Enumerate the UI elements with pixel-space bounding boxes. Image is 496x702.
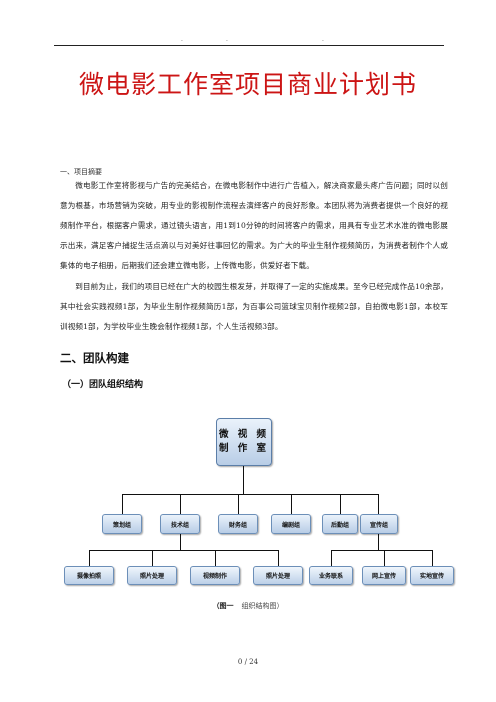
org-connector [331, 550, 332, 566]
document-title: 微电影工作室项目商业计划书 [78, 70, 417, 99]
org-group-node: 策划组 [102, 514, 142, 534]
org-connector [331, 550, 432, 551]
section-summary-label: 一、项目摘要 [60, 168, 102, 176]
org-connector [238, 494, 239, 514]
org-connector [215, 550, 216, 566]
org-tech-child-node: 照片处理 [253, 566, 303, 585]
header-dot: . [181, 36, 183, 43]
section-team-heading: 二、团队构建 [60, 351, 129, 365]
org-root-line: 微 视 频 [218, 429, 270, 440]
org-tech-child-node: 照片处理 [127, 566, 177, 585]
page-number: 0 / 24 [237, 658, 259, 666]
org-promo-child-node: 实地宣传 [410, 566, 454, 585]
org-connector [122, 494, 378, 495]
org-group-node: 编剧组 [271, 514, 311, 534]
figure-caption-label: （图一 [212, 602, 234, 610]
section-org-subheading: （一）团队组织结构 [62, 380, 144, 390]
org-connector [180, 494, 181, 514]
org-promo-child-node: 业务联系 [309, 566, 353, 585]
org-group-node: 财务组 [218, 514, 258, 534]
header-dot: . [226, 36, 228, 43]
org-connector [243, 466, 244, 494]
org-connector [378, 494, 379, 514]
org-connector [278, 550, 279, 566]
org-connector [291, 494, 292, 514]
org-connector [384, 550, 385, 566]
org-tech-child-node: 摄像拍照 [64, 566, 114, 585]
header-dots: . . . [0, 37, 496, 43]
header-rule [54, 45, 444, 46]
summary-paragraph-2: 到目前为止，我们的项目已经在广大的校园生根发芽，并取得了一定的实施成果。至今已经… [60, 282, 448, 331]
org-connector [122, 494, 123, 514]
org-group-node: 后勤组 [322, 514, 358, 534]
summary-paragraph-1: 微电影工作室将影视与广告的完美结合，在微电影制作中进行广告植入，解决商家最头疼广… [60, 181, 448, 270]
figure-caption-text: 组织结构图） [241, 602, 284, 610]
org-root-node: 微 视 频 制 作 室 [216, 418, 272, 466]
org-connector [340, 494, 341, 514]
org-connector [89, 550, 278, 551]
figure-caption: （图一组织结构图） [0, 601, 496, 611]
org-connector [89, 550, 90, 566]
org-root-line: 制 作 室 [218, 443, 270, 454]
org-connector [432, 550, 433, 566]
org-tech-child-node: 视频制作 [190, 566, 240, 585]
org-connector [180, 534, 181, 550]
header-dot: . [322, 36, 324, 43]
org-connector [152, 550, 153, 566]
org-promo-child-node: 网上宣传 [362, 566, 406, 585]
org-group-node: 宣传组 [360, 514, 398, 534]
org-group-node: 技术组 [160, 514, 200, 534]
org-connector [378, 534, 379, 550]
org-chart: 微 视 频 制 作 室 策划组 技术组 财务组 编剧组 后勤组 宣传组 摄像拍照… [58, 418, 458, 593]
